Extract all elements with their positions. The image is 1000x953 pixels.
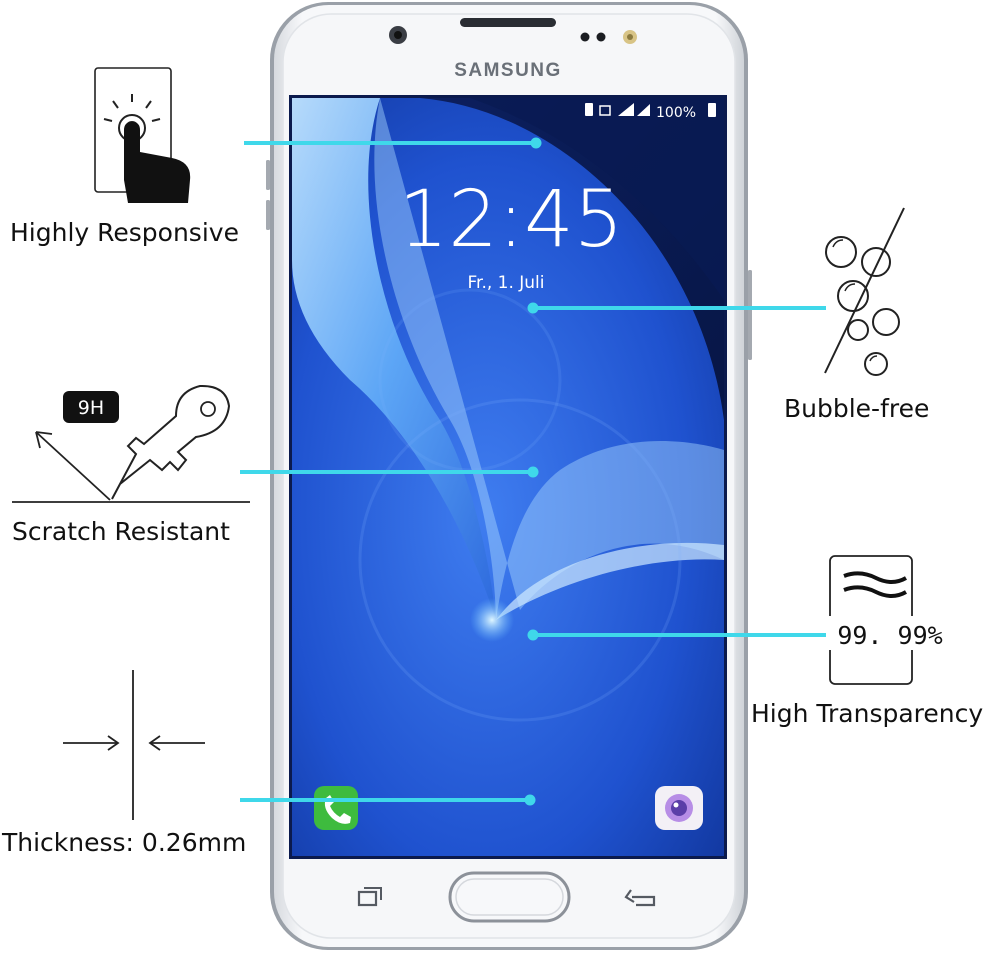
thickness-icon bbox=[63, 670, 205, 820]
power-button bbox=[748, 270, 752, 360]
transparency-icon: 99. 99% bbox=[826, 555, 952, 685]
volume-button bbox=[266, 160, 270, 190]
scratch-key-icon: 9H bbox=[12, 384, 250, 503]
label-scratch-resistant: Scratch Resistant bbox=[12, 517, 230, 546]
earpiece-speaker bbox=[460, 18, 556, 27]
home-button[interactable] bbox=[448, 871, 571, 923]
bubbles-icon bbox=[824, 207, 905, 376]
camera-icon[interactable] bbox=[655, 786, 703, 830]
brand-logo: SAMSUNG bbox=[454, 60, 562, 81]
label-bubble-free: Bubble-free bbox=[784, 394, 930, 423]
status-bar: 100% bbox=[585, 103, 716, 121]
phone-screen bbox=[289, 95, 727, 859]
battery-icon bbox=[708, 103, 716, 117]
front-camera bbox=[389, 26, 407, 44]
lock-date: Fr., 1. Juli bbox=[467, 273, 544, 293]
phone-icon[interactable] bbox=[314, 786, 358, 830]
sim-icon bbox=[585, 103, 593, 116]
recents-icon[interactable] bbox=[357, 887, 382, 907]
data-icon bbox=[599, 105, 611, 116]
callout-lines bbox=[240, 141, 826, 802]
signal-icon bbox=[618, 103, 634, 116]
lock-clock: 12:45 bbox=[399, 175, 624, 265]
transparency-value: 99. 99% bbox=[837, 621, 942, 650]
volume-button-down bbox=[266, 200, 270, 230]
label-high-transparency: High Transparency bbox=[751, 699, 984, 728]
proximity-sensors bbox=[580, 30, 637, 44]
callout-dots bbox=[524, 137, 542, 806]
back-icon[interactable] bbox=[624, 889, 656, 907]
label-highly-responsive: Highly Responsive bbox=[10, 218, 239, 247]
svg-text:9H: 9H bbox=[78, 397, 104, 419]
label-thickness: Thickness: 0.26mm bbox=[2, 828, 247, 857]
battery-percent: 100% bbox=[656, 105, 696, 121]
touch-hand-icon bbox=[94, 67, 191, 203]
